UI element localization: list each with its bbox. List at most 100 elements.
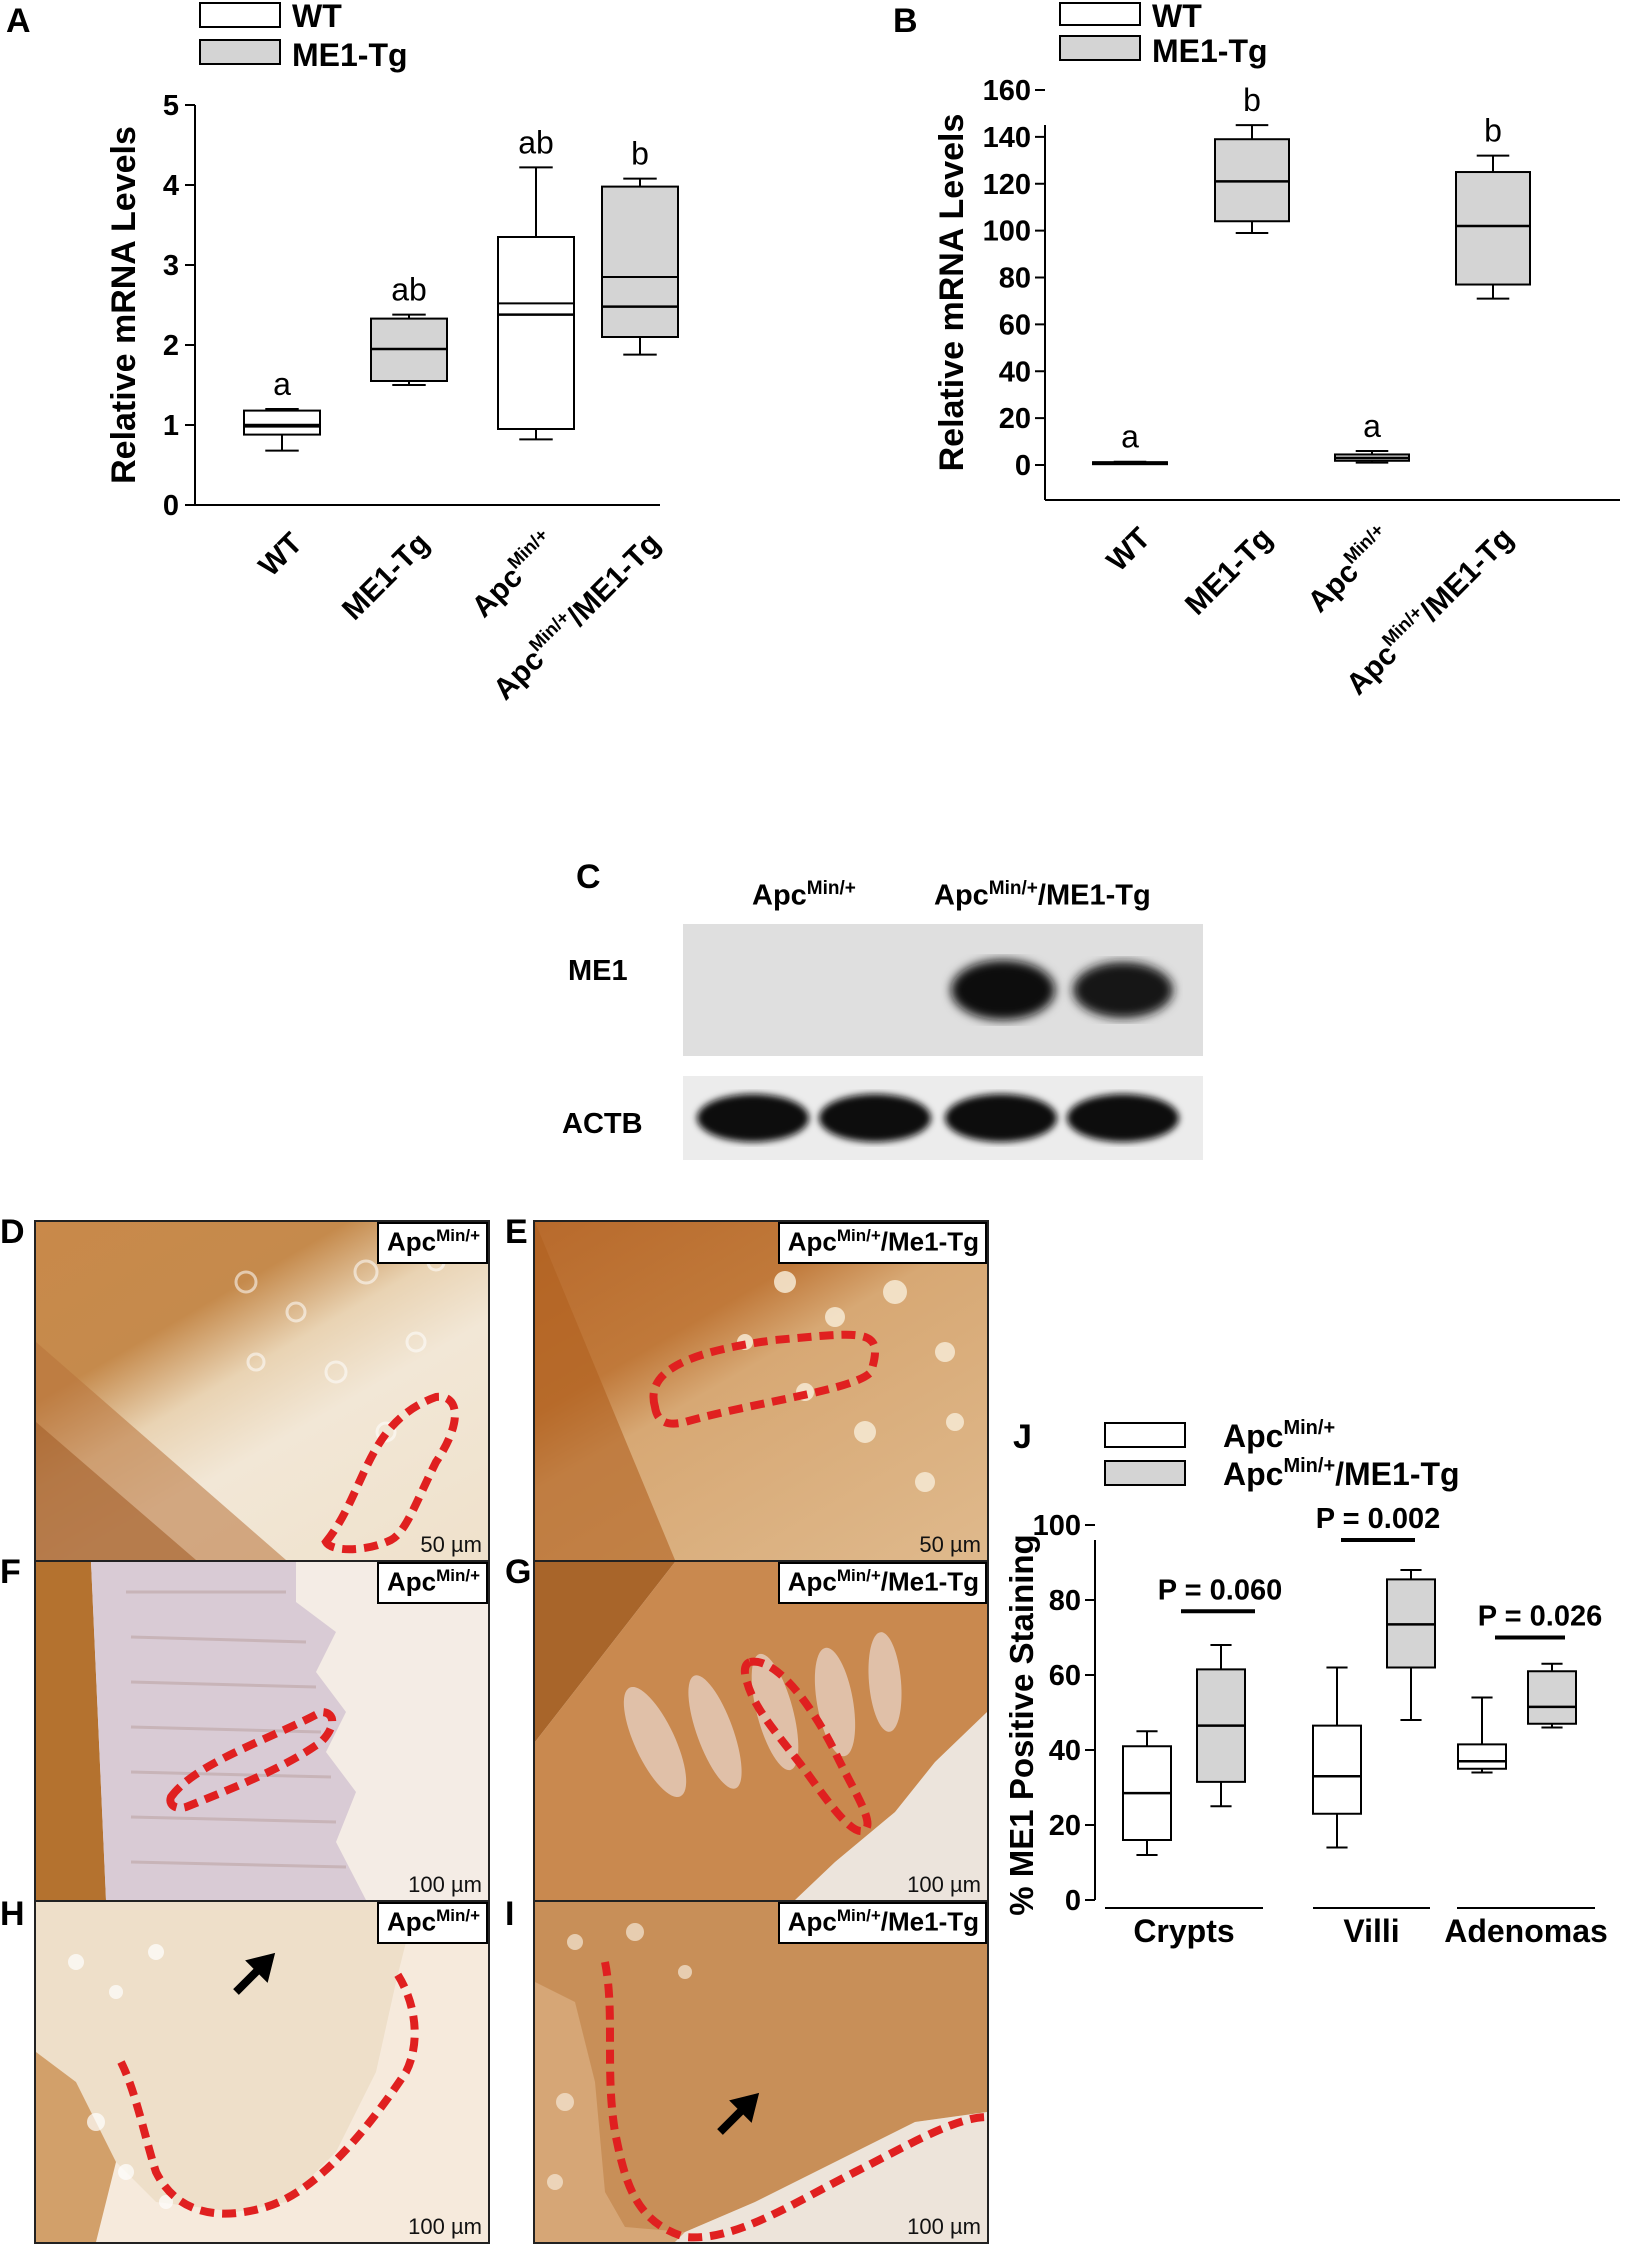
x-tick-label-a: WT bbox=[253, 527, 309, 583]
legend-label-wt-a: WT bbox=[292, 0, 342, 34]
legend-swatch-j-0 bbox=[1104, 1422, 1186, 1448]
chart-j-box-rect-5 bbox=[1527, 1670, 1577, 1725]
blot-band-actb-lane2 bbox=[819, 1094, 931, 1142]
y-tick-label-b: 140 bbox=[983, 122, 1031, 154]
significance-letter-b: a bbox=[1121, 419, 1139, 455]
tissue-drawing-h bbox=[36, 1902, 419, 2242]
micrograph-i: ApcMin/+/Me1-Tg 100 µm bbox=[533, 1900, 989, 2244]
red-outline-crypt-d bbox=[321, 1392, 459, 1554]
y-tick-label-b: 100 bbox=[983, 216, 1031, 248]
chart-a-box-2 bbox=[497, 166, 575, 441]
legend-swatch-j-1 bbox=[1104, 1460, 1186, 1486]
blot-band-actb-lane3 bbox=[945, 1094, 1057, 1142]
legend-label-me1tg-a: ME1-Tg bbox=[292, 37, 408, 73]
panel-letter-g: G bbox=[505, 1553, 532, 1591]
significance-letter-a: ab bbox=[391, 272, 427, 308]
chart-j-box-2 bbox=[1312, 1666, 1362, 1849]
chart-a-box-0 bbox=[243, 408, 321, 452]
scale-bar-e: 50 µm bbox=[919, 1532, 981, 1557]
panel-letter-a: A bbox=[6, 2, 31, 40]
micrograph-d: ApcMin/+ 50 µm bbox=[34, 1220, 490, 1562]
x-tick-label-b: WT bbox=[1101, 522, 1157, 578]
micrograph-label-g: ApcMin/+/Me1-Tg bbox=[777, 1562, 987, 1604]
chart-b-box-1 bbox=[1214, 124, 1290, 234]
chart-j-box-5 bbox=[1527, 1662, 1577, 1729]
chart-j-box-0 bbox=[1122, 1730, 1172, 1856]
blot-band-actb-lane4 bbox=[1067, 1094, 1179, 1142]
y-tick-label-a: 1 bbox=[163, 410, 179, 442]
micrograph-label-e: ApcMin/+/Me1-Tg bbox=[777, 1222, 987, 1264]
y-tick-label-b: 80 bbox=[999, 263, 1031, 295]
micrograph-label-d: ApcMin/+ bbox=[376, 1222, 488, 1264]
legend-label-wt-b: WT bbox=[1152, 0, 1202, 34]
chart-j-box-1 bbox=[1196, 1644, 1246, 1808]
legend-label-me1tg-b: ME1-Tg bbox=[1152, 33, 1268, 69]
micrograph-f: ApcMin/+ 100 µm bbox=[34, 1560, 490, 1902]
y-tick-label-j: 40 bbox=[1049, 1735, 1081, 1767]
blot-band-me1-lane4 bbox=[1073, 962, 1173, 1018]
pvalue-label-j: P = 0.002 bbox=[1316, 1503, 1440, 1535]
x-tick-label-b: ME1-Tg bbox=[1179, 522, 1279, 622]
scale-bar-f: 100 µm bbox=[408, 1872, 482, 1897]
y-tick-label-b: 160 bbox=[983, 75, 1031, 107]
chart-b-box-rect-3 bbox=[1455, 171, 1531, 286]
micrograph-g: ApcMin/+/Me1-Tg 100 µm bbox=[533, 1560, 989, 1902]
significance-letter-a: b bbox=[631, 136, 649, 172]
micrograph-h: ApcMin/+ 100 µm bbox=[34, 1900, 490, 2244]
legend-label-j-1: ApcMin/+/ME1-Tg bbox=[1223, 1455, 1460, 1492]
pvalue-label-j: P = 0.026 bbox=[1478, 1601, 1602, 1633]
chart-a-box-rect-3 bbox=[601, 185, 679, 338]
blot-lane-label-apc: ApcMin/+ bbox=[752, 878, 856, 912]
scale-bar-g: 100 µm bbox=[907, 1872, 981, 1897]
blot-row-label-me1: ME1 bbox=[568, 955, 628, 987]
tissue-drawing-e bbox=[535, 1222, 964, 1560]
tissue-drawing-f bbox=[36, 1562, 366, 1900]
y-tick-label-a: 4 bbox=[163, 170, 179, 202]
red-outline-adenoma-i bbox=[601, 1961, 987, 2242]
panel-letter-c: C bbox=[576, 858, 601, 896]
x-tick-label-j: Crypts bbox=[1133, 1913, 1234, 1949]
chart-b-box-0 bbox=[1092, 460, 1168, 466]
blot-row-label-actb: ACTB bbox=[562, 1108, 643, 1140]
y-tick-label-j: 80 bbox=[1049, 1585, 1081, 1617]
y-axis-title-a: Relative mRNA Levels bbox=[105, 126, 143, 484]
scale-bar-h: 100 µm bbox=[408, 2214, 482, 2239]
panel-letter-d: D bbox=[0, 1213, 25, 1251]
panel-letter-j: J bbox=[1013, 1418, 1032, 1456]
panel-letter-i: I bbox=[505, 1895, 515, 1933]
significance-letter-b: b bbox=[1243, 82, 1261, 118]
legend-swatch-me1tg-b bbox=[1059, 35, 1141, 61]
scale-bar-d: 50 µm bbox=[420, 1532, 482, 1557]
panel-letter-e: E bbox=[505, 1213, 528, 1251]
blot-lane-label-apc-me1tg: ApcMin/+/ME1-Tg bbox=[934, 878, 1151, 912]
micrograph-label-h: ApcMin/+ bbox=[376, 1902, 488, 1944]
chart-a-box-3 bbox=[601, 177, 679, 356]
blot-band-me1-lane3 bbox=[951, 960, 1055, 1020]
chart-j-box-rect-4 bbox=[1457, 1743, 1507, 1770]
y-tick-label-b: 60 bbox=[999, 309, 1031, 341]
arrow-icon-i bbox=[717, 2092, 760, 2135]
x-tick-label-b: ApcMin/+ bbox=[1299, 519, 1399, 619]
chart-j-box-4 bbox=[1457, 1696, 1507, 1774]
chart-a-box-rect-2 bbox=[497, 236, 575, 430]
tissue-drawing-g bbox=[535, 1562, 987, 1900]
y-tick-label-j: 60 bbox=[1049, 1660, 1081, 1692]
panel-letter-b: B bbox=[893, 2, 918, 40]
x-tick-label-a: ME1-Tg bbox=[336, 527, 436, 627]
panel-letter-h: H bbox=[0, 1895, 25, 1933]
y-tick-label-j: 100 bbox=[1033, 1510, 1081, 1542]
pvalue-label-j: P = 0.060 bbox=[1158, 1574, 1282, 1606]
micrograph-label-i: ApcMin/+/Me1-Tg bbox=[777, 1902, 987, 1944]
y-tick-label-j: 20 bbox=[1049, 1810, 1081, 1842]
significance-letter-a: a bbox=[273, 366, 291, 402]
y-axis-title-b: Relative mRNA Levels bbox=[933, 114, 971, 472]
y-tick-label-a: 5 bbox=[163, 90, 179, 122]
arrow-icon-h bbox=[233, 1952, 276, 1995]
y-tick-label-b: 0 bbox=[1015, 450, 1031, 482]
chart-a-box-1 bbox=[370, 313, 448, 386]
x-tick-label-a: ApcMin/+ bbox=[463, 524, 563, 624]
tissue-drawing-i bbox=[535, 1902, 987, 2242]
